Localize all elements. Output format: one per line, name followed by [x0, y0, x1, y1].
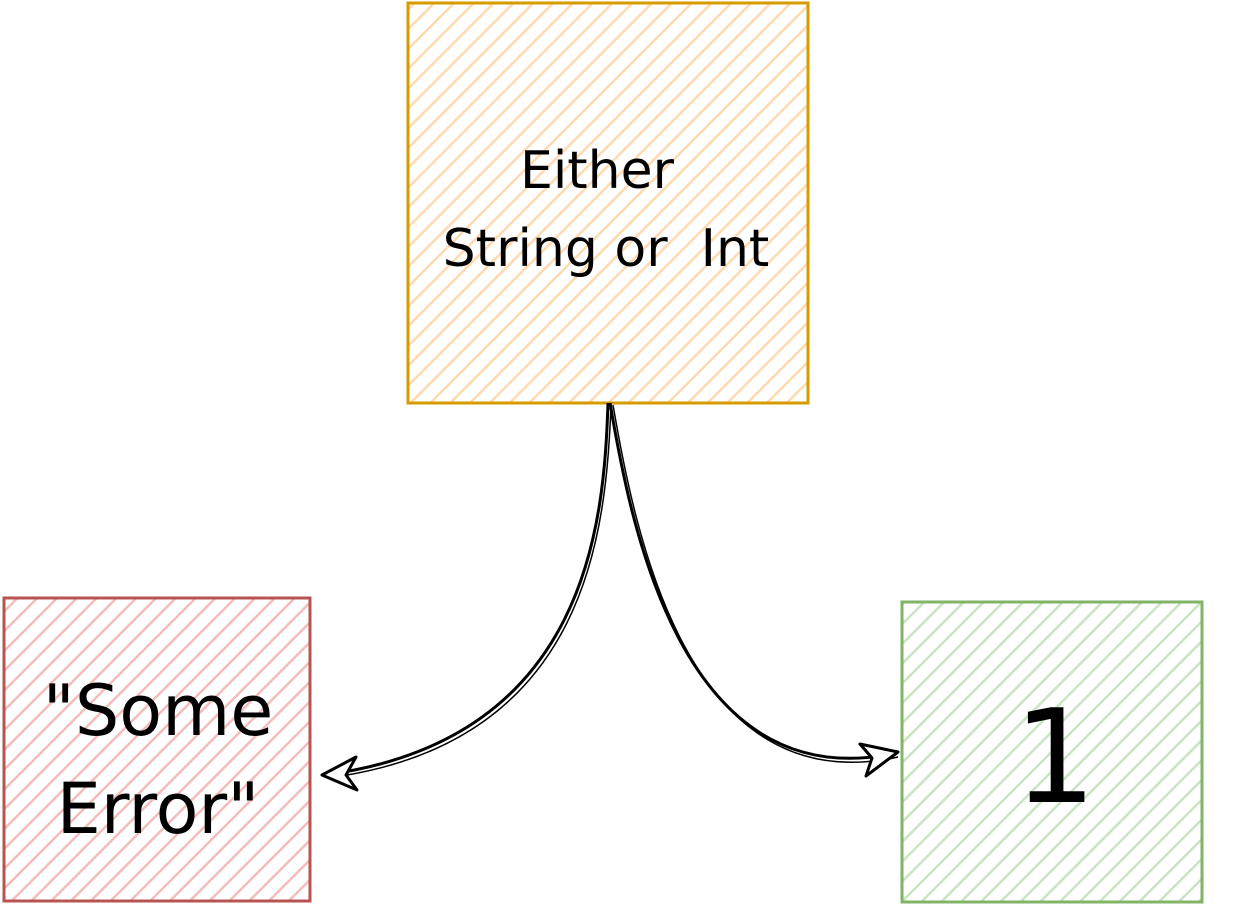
arrowhead-left-icon — [320, 755, 359, 792]
edge-to-left-line-sketch — [326, 404, 612, 779]
edge-to-right-line-sketch — [612, 404, 899, 764]
right-value-node-box — [900, 600, 1204, 904]
arrowhead-right-icon — [858, 742, 900, 778]
left-value-node-box — [2, 596, 312, 903]
edge-to-right-line — [608, 402, 897, 760]
left-value-line-2: Error" — [57, 768, 260, 850]
right-value-node: 1 — [900, 600, 1204, 904]
edge-to-right — [608, 402, 900, 778]
right-value-label: 1 — [1014, 681, 1097, 833]
left-value-line-1: "Some — [43, 670, 274, 752]
edge-to-left-line — [323, 402, 610, 777]
left-value-node: "Some Error" — [2, 596, 312, 903]
either-node-line-1: Either — [520, 141, 675, 201]
either-node: Either String or Int — [406, 1, 810, 405]
either-node-line-2: String or Int — [443, 219, 770, 279]
either-node-box — [406, 1, 810, 405]
edge-to-left — [320, 402, 612, 792]
